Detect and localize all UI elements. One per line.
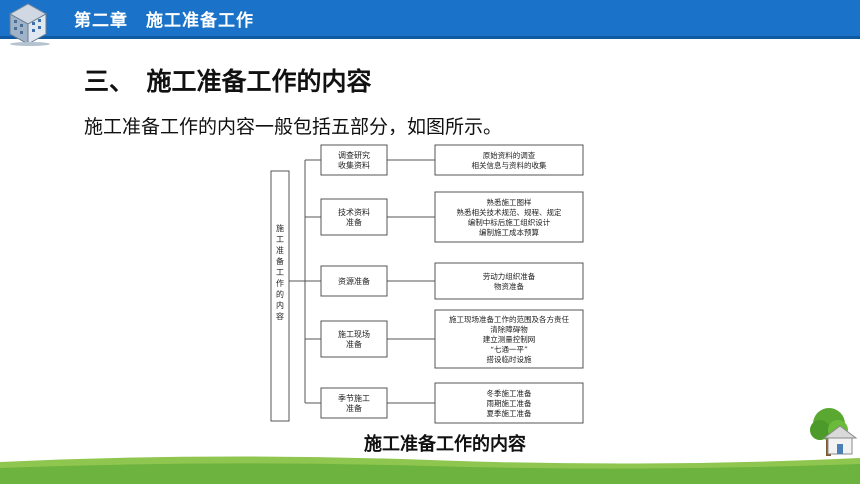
diagram-root-char: 作 [276,278,284,288]
diagram-branch-label: 季节施工 [338,393,370,403]
diagram-branch-box [320,320,388,358]
diagram-root-char: 准 [276,245,284,255]
diagram-detail-box [434,382,584,424]
diagram-detail-line: 物资准备 [494,281,524,291]
house-icon [822,425,858,455]
diagram-root-char: 内 [276,300,284,310]
diagram-detail-line: 施工现场准备工作的范围及各方责任 [449,314,569,324]
diagram-detail-line: “七通一平” [490,344,528,354]
header-bar [0,0,860,36]
diagram-detail-line: 原始资料的调查 [483,150,536,160]
diagram-branch-label: 准备 [346,217,362,227]
diagram-root-char: 的 [276,289,284,299]
diagram-detail-line: 相关信息与资料的收集 [472,160,547,170]
diagram-root-char: 备 [276,256,284,266]
grass-decoration [0,456,860,484]
diagram-branch-label: 准备 [346,403,362,413]
diagram-detail-line: 熟悉施工图样 [487,197,532,207]
diagram-root-char: 施 [276,223,284,233]
diagram-detail-line: 夏季施工准备 [487,408,532,418]
diagram-detail-line: 冬季施工准备 [487,388,532,398]
diagram-branch-box [320,387,388,419]
figure-caption: 施工准备工作的内容 [364,434,526,455]
chapter-title: 第二章 施工准备工作 [74,11,254,31]
diagram-detail-line: 编制施工成本预算 [479,227,539,237]
diagram-branch-box [320,198,388,236]
diagram-detail-line: 雨期施工准备 [487,398,532,408]
diagram-branch-label: 技术资料 [338,207,370,217]
diagram-branch-label: 准备 [346,339,362,349]
diagram-detail-line: 劳动力组织准备 [483,271,536,281]
diagram-root-group: 施工准备工作的内容调查研究收集资料原始资料的调查相关信息与资料的收集技术资料准备… [270,144,584,424]
diagram-canvas: 施工准备工作的内容调查研究收集资料原始资料的调查相关信息与资料的收集技术资料准备… [270,144,584,424]
content-diagram: 施工准备工作的内容调查研究收集资料原始资料的调查相关信息与资料的收集技术资料准备… [265,135,592,425]
diagram-root-char: 容 [276,311,284,321]
diagram-root-char: 工 [276,268,284,277]
diagram-detail-line: 清除障碍物 [490,324,528,334]
diagram-branch-label: 收集资料 [338,160,370,170]
diagram-detail-line: 搭设临时设施 [487,354,532,364]
intro-text: 施工准备工作的内容一般包括五部分，如图所示。 [84,116,503,138]
diagram-branch-box [320,144,388,176]
diagram-detail-box [434,144,584,176]
diagram-branch-label: 资源准备 [338,276,370,286]
diagram-detail-box [434,262,584,300]
diagram-root-char: 工 [276,235,284,244]
diagram-branch-label: 施工现场 [338,329,370,339]
diagram-branch-label: 调查研究 [338,150,370,160]
diagram-detail-box [434,309,584,369]
section-heading: 三、 施工准备工作的内容 [84,67,372,96]
diagram-root-box [270,170,290,422]
diagram-detail-box [434,191,584,243]
diagram-detail-line: 编制中标后施工组织设计 [468,217,551,227]
header-underline [0,36,860,39]
building-logo-icon [8,3,50,46]
diagram-detail-line: 熟悉相关技术规范、规程、规定 [457,207,562,217]
diagram-detail-line: 建立测量控制网 [483,334,536,344]
